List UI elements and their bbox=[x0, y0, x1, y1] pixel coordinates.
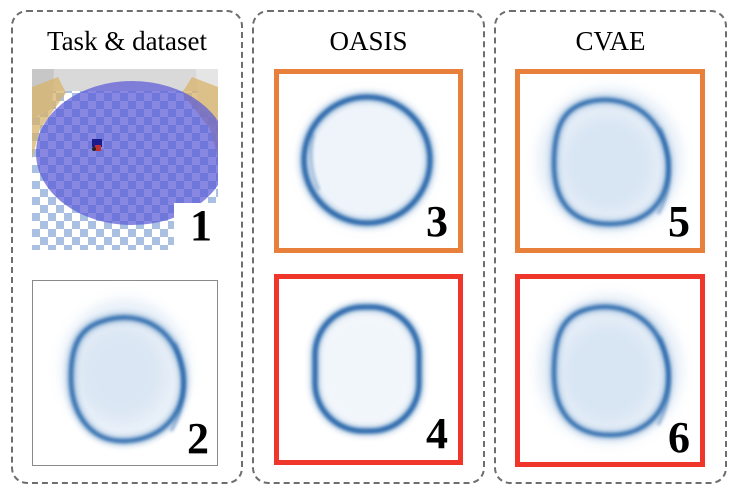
dataset-density-tile: 2 bbox=[32, 280, 218, 466]
scene-render-image bbox=[32, 69, 218, 250]
panel-task-dataset: Task & dataset bbox=[11, 10, 243, 484]
tile-number: 2 bbox=[187, 414, 209, 463]
oasis-density-tile-top: 3 bbox=[274, 69, 463, 253]
density-plot bbox=[538, 88, 682, 232]
density-plot bbox=[299, 92, 435, 228]
tile-number: 6 bbox=[668, 413, 690, 462]
panel-title: CVAE bbox=[575, 26, 646, 56]
density-plot bbox=[538, 295, 682, 443]
panel-cvae: CVAE bbox=[494, 10, 727, 484]
scene-render-tile: 1 bbox=[32, 69, 218, 250]
panel-oasis: OASIS bbox=[252, 10, 485, 484]
panel-title: Task & dataset bbox=[46, 26, 208, 56]
tile-number: 3 bbox=[426, 197, 448, 246]
density-plot bbox=[310, 302, 424, 436]
tile-number: 5 bbox=[668, 197, 690, 246]
panel-title: OASIS bbox=[329, 26, 408, 56]
cvae-density-tile-top: 5 bbox=[515, 69, 705, 253]
tile-number: 1 bbox=[190, 201, 212, 250]
oasis-density-tile-bottom: 4 bbox=[274, 274, 463, 465]
tile-number: 4 bbox=[426, 409, 448, 458]
density-plot bbox=[61, 299, 189, 446]
cvae-density-tile-bottom: 6 bbox=[515, 274, 705, 467]
